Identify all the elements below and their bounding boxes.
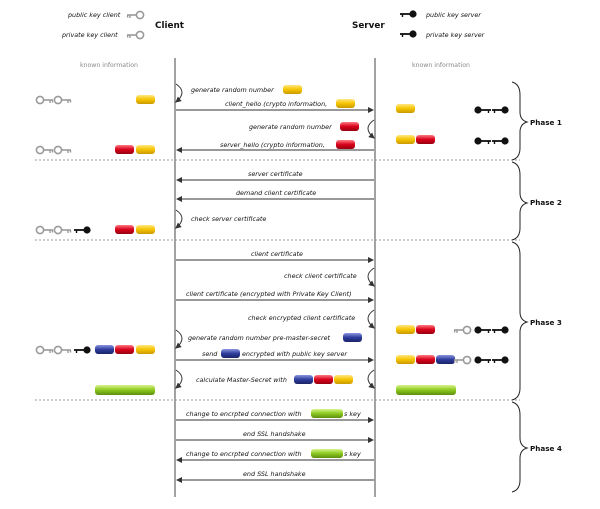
server-title: Server [352,21,385,31]
loop-server-master-secret [367,369,375,389]
token-blue [294,375,313,384]
token-yellow [334,375,353,384]
msg-change-encrypted-client: change to encrpted connection with [186,410,302,418]
master-secret-token [396,385,456,395]
public-key-client-icon [453,325,472,335]
loop-client-generate [175,83,183,103]
token-red [416,325,435,334]
token-green [311,409,343,418]
msg-s-key-2: s key [344,450,361,458]
token-red [314,375,333,384]
legend-private-key-server: private key server [425,31,485,39]
master-secret-token [95,385,155,395]
private-key-client-icon [126,30,145,40]
public-key-client-icon [35,145,54,155]
token-blue [221,349,240,358]
loop-client-master-secret [175,369,183,389]
token-yellow [136,345,155,354]
public-key-client-icon [35,225,54,235]
msg-client-cert-encrypted: client certificate (encrypted with Priva… [186,290,352,298]
token-red [416,355,435,364]
private-key-client-icon [53,345,72,355]
msg-client-certificate: client certificate [251,250,303,258]
token-red [115,345,134,354]
token-green [311,449,343,458]
public-key-client-icon [35,345,54,355]
phase-braces [511,81,529,493]
token-yellow [336,99,355,108]
msg-send: send [202,350,218,358]
msg-generate-random-server: generate random number [249,123,332,131]
msg-check-client-cert: check client certificate [284,272,357,280]
msg-end-handshake-1: end SSL handshake [243,430,306,438]
msg-check-server-cert: check server certificate [191,215,266,223]
token-yellow [283,85,302,94]
token-blue [343,333,362,342]
msg-encrypted-public-key: encrypted with public key server [242,350,347,358]
msg-calculate-master: calculate Master-Secret with [196,376,287,384]
msg-server-certificate: server certificate [248,170,303,178]
msg-server-hello: server_hello (crypto information, [220,141,325,149]
public-key-server-icon [73,345,92,355]
msg-s-key-1: s key [344,410,361,418]
msg-check-encrypted-cert: check encrypted client certificate [248,314,355,322]
loop-check-encrypted-cert [367,309,375,329]
public-key-server-icon [473,355,492,365]
private-key-client-icon [53,145,72,155]
known-info-left: known information [80,62,138,69]
msg-generate-random-client: generate random number [191,86,274,94]
loop-check-server-cert [175,209,183,229]
msg-end-handshake-2: end SSL handshake [243,470,306,478]
token-red [336,140,355,149]
private-key-client-icon [53,95,72,105]
public-key-server-icon [399,9,418,19]
private-key-server-icon [399,29,418,39]
token-yellow [136,225,155,234]
token-yellow [136,95,155,104]
msg-demand-client-cert: demand client certificate [236,189,316,197]
public-key-client-icon [453,355,472,365]
public-key-client-icon [126,10,145,20]
msg-generate-premaster: generate random number pre-master-secret [188,334,331,342]
client-title: Client [155,21,184,31]
legend-public-key-client: public key client [67,11,121,19]
phase-1-label: Phase 1 [530,118,562,127]
token-red [115,145,134,154]
token-yellow [396,135,415,144]
public-key-server-icon [473,325,492,335]
msg-change-encrypted-server: change to encrpted connection with [186,450,302,458]
loop-check-client-cert [367,267,375,287]
known-info-right: known information [412,62,470,69]
public-key-server-icon [73,225,92,235]
public-key-server-icon [473,105,492,115]
token-red [340,122,359,131]
phase-2-label: Phase 2 [530,198,562,207]
token-red [416,135,435,144]
token-blue [436,355,455,364]
public-key-server-icon [473,136,492,146]
token-yellow [136,145,155,154]
legend-public-key-server: public key server [425,11,481,19]
msg-client-hello: client_hello (crypto information, [225,100,327,108]
private-key-server-icon [491,325,510,335]
private-key-server-icon [491,105,510,115]
token-yellow [396,104,415,113]
legend-private-key-client: private key client [61,31,118,39]
loop-generate-premaster [175,329,183,349]
public-key-client-icon [35,95,54,105]
token-yellow [396,325,415,334]
private-key-server-icon [491,355,510,365]
phase-4-label: Phase 4 [530,444,562,453]
token-red [115,225,134,234]
phase-3-label: Phase 3 [530,318,562,327]
loop-server-generate [367,119,375,139]
private-key-server-icon [491,136,510,146]
token-blue [95,345,114,354]
private-key-client-icon [53,225,72,235]
token-yellow [396,355,415,364]
